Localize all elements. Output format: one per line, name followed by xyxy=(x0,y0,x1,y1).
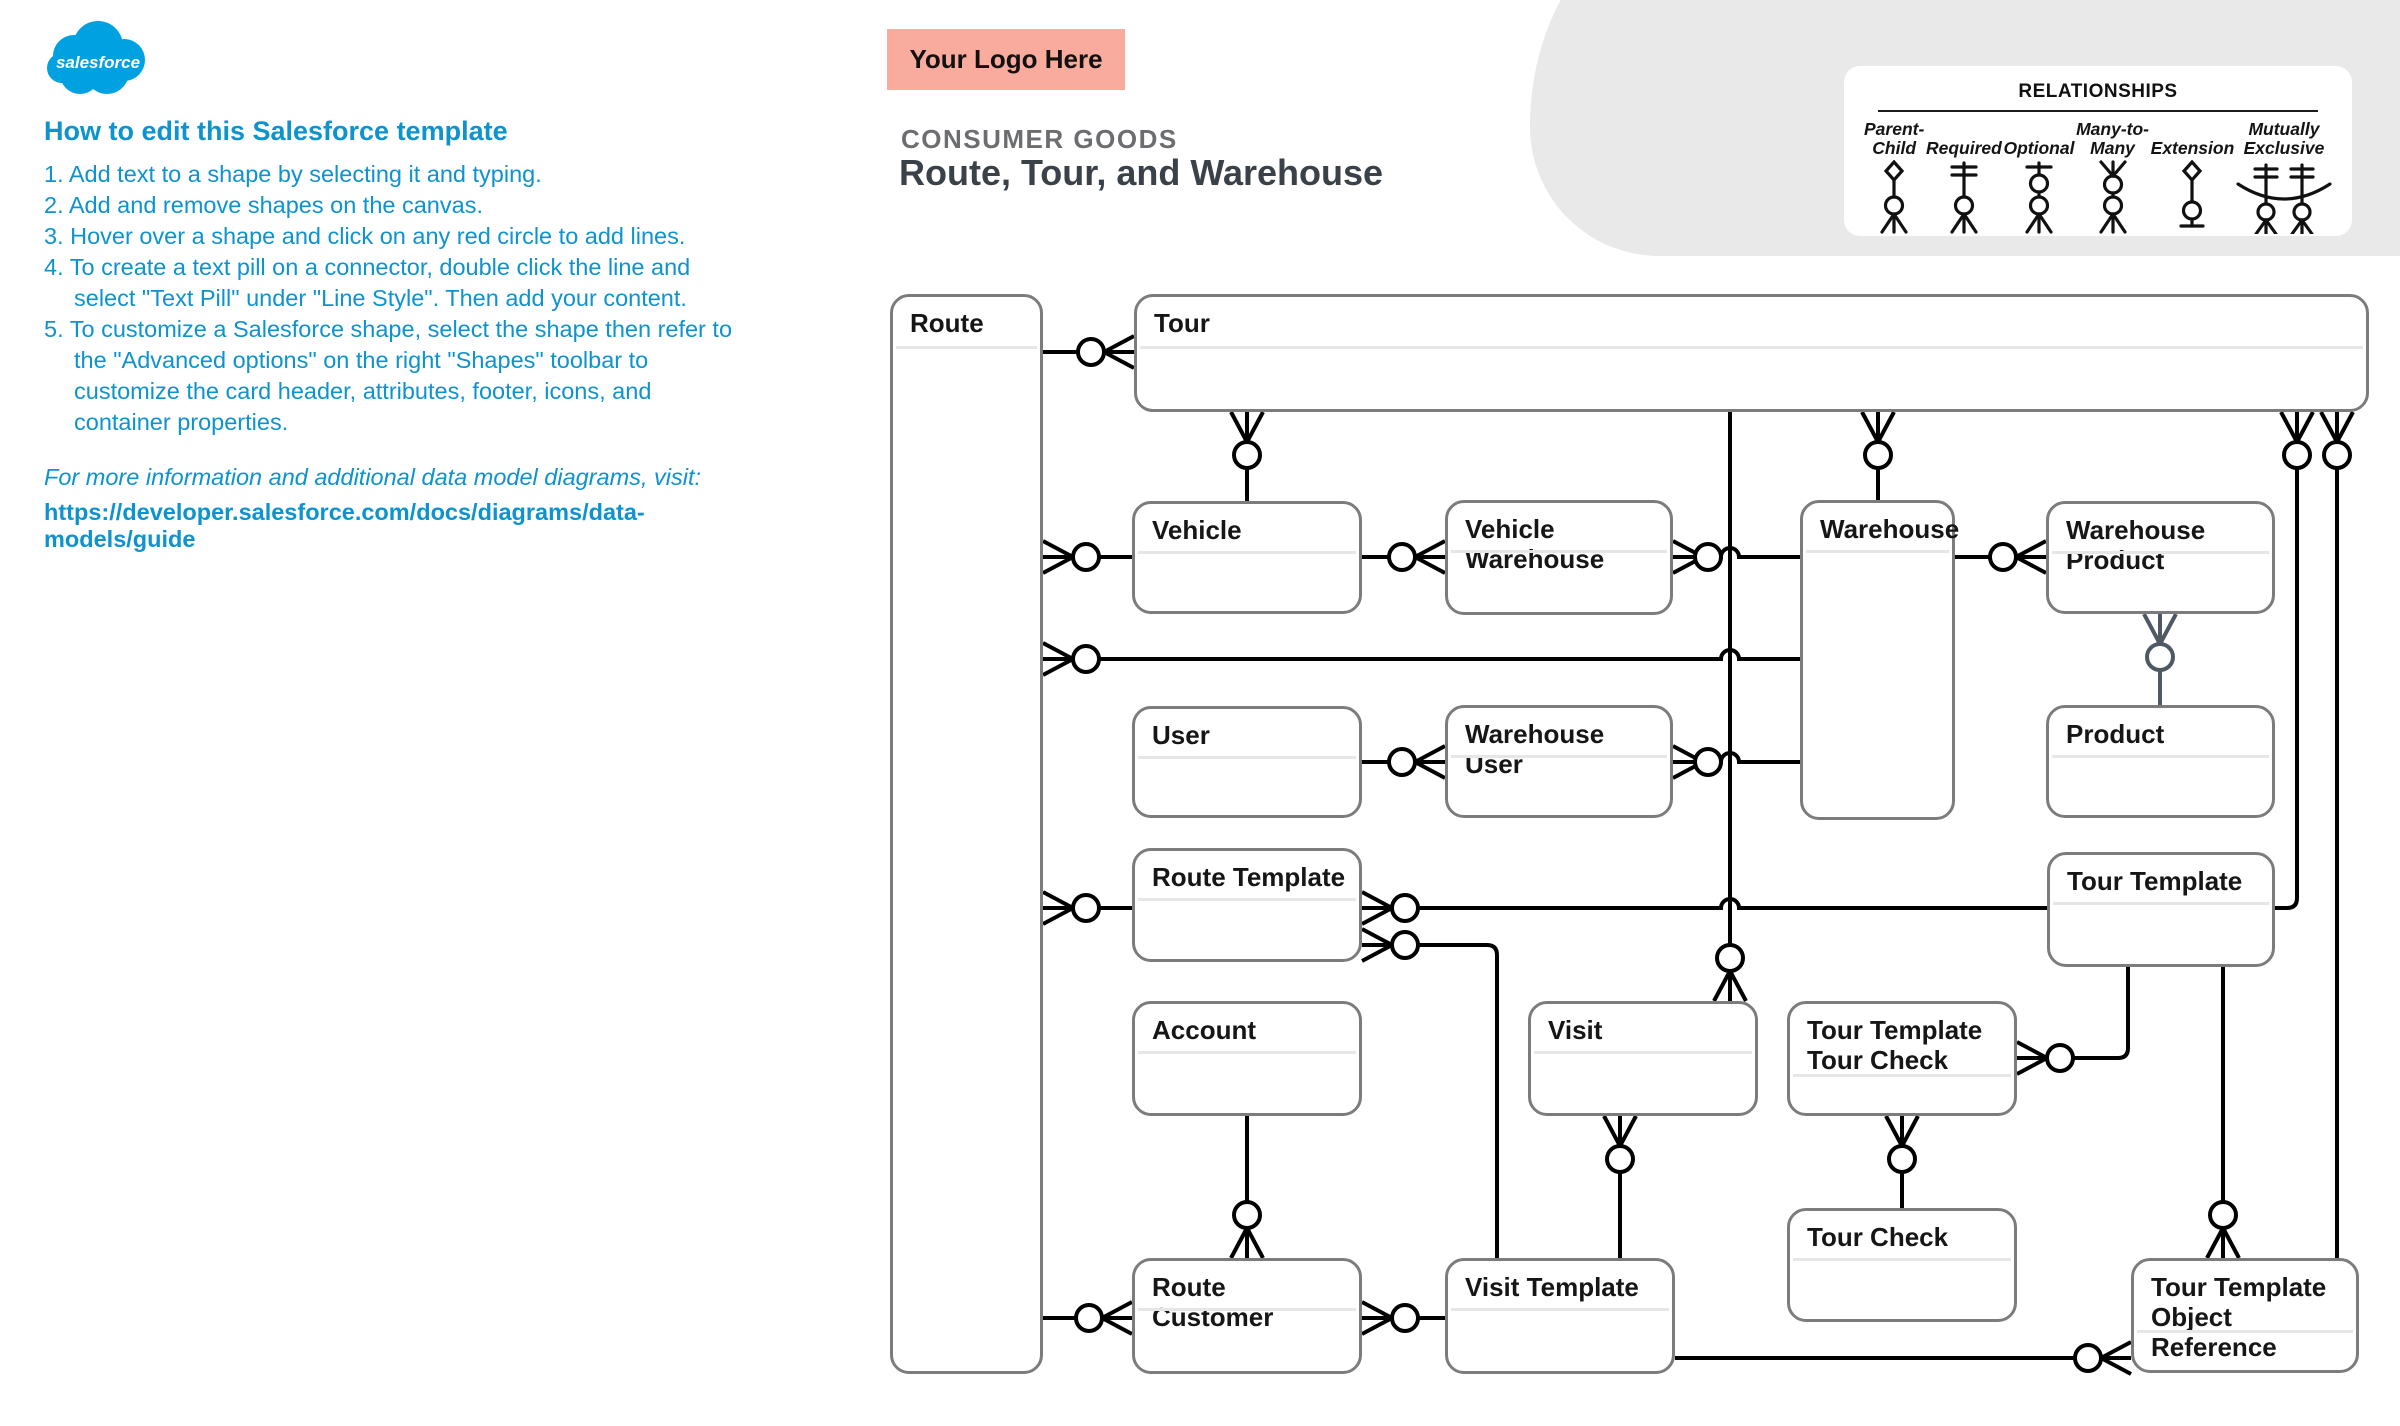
data-models-guide-link[interactable]: https://developer.salesforce.com/docs/di… xyxy=(44,499,645,552)
entity-title: Account xyxy=(1152,1015,1256,1045)
legend-label: Required xyxy=(1925,138,2002,158)
entity-title: Visit Template xyxy=(1465,1272,1639,1302)
entity-title: Tour Template Tour Check xyxy=(1807,1015,1983,1075)
entity-header-separator xyxy=(1138,1051,1356,1054)
instructions-title: How to edit this Salesforce template xyxy=(44,116,508,146)
entity-tour[interactable]: Tour xyxy=(1134,294,2369,412)
entity-title: Visit xyxy=(1548,1015,1603,1045)
entity-visit[interactable]: Visit xyxy=(1528,1001,1758,1116)
instruction-step-2: Add and remove shapes on the canvas. xyxy=(68,192,483,218)
entity-title: Route Customer xyxy=(1152,1272,1274,1332)
page-title: Route, Tour, and Warehouse xyxy=(899,152,1384,193)
entity-warehouse[interactable]: Warehouse xyxy=(1800,500,1960,820)
entity-title: Tour Template xyxy=(2067,866,2243,896)
entity-header-separator xyxy=(1451,550,1667,553)
entity-tour-check[interactable]: Tour Check xyxy=(1787,1208,2017,1322)
entity-route[interactable]: Route xyxy=(890,294,1043,1374)
entity-title: Vehicle xyxy=(1152,515,1242,545)
legend-item-many-to-many: Many-to-Many xyxy=(2076,118,2149,234)
entity-header-separator xyxy=(896,346,1037,349)
entity-vehicle[interactable]: Vehicle xyxy=(1132,501,1362,614)
entity-title: Warehouse xyxy=(1820,514,1960,544)
entity-header-separator xyxy=(1138,1308,1356,1311)
diagram-category: CONSUMER GOODS xyxy=(901,124,1178,154)
entity-title: Tour Template Object Reference xyxy=(2151,1272,2327,1362)
legend-item-extension: Extension xyxy=(2150,118,2235,234)
your-logo-placeholder[interactable]: Your Logo Here xyxy=(887,29,1125,90)
instruction-step-5: To customize a Salesforce shape, select … xyxy=(69,316,733,435)
entity-title: User xyxy=(1152,720,1210,750)
instruction-step-1: Add text to a shape by selecting it and … xyxy=(68,161,542,187)
entity-title: Tour xyxy=(1154,308,1210,338)
entity-header-separator xyxy=(2137,1330,2353,1333)
legend-item-optional: Optional xyxy=(2003,118,2074,234)
your-logo-text: Your Logo Here xyxy=(909,44,1103,74)
entity-vehicle-warehouse[interactable]: Vehicle Warehouse xyxy=(1445,500,1673,615)
entity-title: Warehouse Product xyxy=(2066,515,2206,575)
entity-warehouse-product[interactable]: Warehouse Product xyxy=(2046,501,2275,614)
legend-label: Many-to-Many xyxy=(2076,119,2149,158)
entity-title: Warehouse User xyxy=(1465,719,1605,779)
legend-label: Optional xyxy=(2003,138,2075,158)
entity-title: Tour Check xyxy=(1807,1222,1949,1252)
legend-rule xyxy=(1878,110,2318,112)
legend-item-required: Required xyxy=(1926,118,2002,234)
entity-title: Route xyxy=(910,308,984,338)
entity-user[interactable]: User xyxy=(1132,706,1362,818)
instruction-step-3: Hover over a shape and click on any red … xyxy=(70,223,686,249)
required-icon xyxy=(1950,161,1978,234)
entity-header-separator xyxy=(2053,902,2269,905)
entity-route-template[interactable]: Route Template xyxy=(1132,848,1362,962)
entity-header-separator xyxy=(1140,346,2363,349)
entity-header-separator xyxy=(1451,1308,1669,1311)
legend-label: Extension xyxy=(2150,138,2235,158)
entity-header-separator xyxy=(1793,1074,2011,1077)
entity-header-separator xyxy=(1806,550,1949,553)
entity-route-customer[interactable]: Route Customer xyxy=(1132,1258,1362,1374)
entity-warehouse-user[interactable]: Warehouse User xyxy=(1445,705,1673,818)
entity-product[interactable]: Product xyxy=(2046,705,2275,818)
entity-header-separator xyxy=(1534,1051,1752,1054)
instructions-list: Add text to a shape by selecting it and … xyxy=(44,159,750,438)
parent-child-icon xyxy=(1880,160,1908,234)
entity-title: Vehicle Warehouse xyxy=(1465,514,1605,574)
entity-tour-template[interactable]: Tour Template xyxy=(2047,852,2275,967)
instructions-note: For more information and additional data… xyxy=(44,464,702,490)
entity-header-separator xyxy=(1138,551,1356,554)
optional-icon xyxy=(2025,161,2053,234)
entity-header-separator xyxy=(1138,756,1356,759)
extension-icon xyxy=(2179,160,2206,228)
entity-header-separator xyxy=(1793,1258,2011,1261)
legend-item-parent-child: Parent-Child xyxy=(1864,118,1924,234)
entity-tour-template-tour-check[interactable]: Tour Template Tour Check xyxy=(1787,1001,2017,1116)
instruction-step-4: To create a text pill on a connector, do… xyxy=(69,254,691,311)
instructions-panel: How to edit this Salesforce template Add… xyxy=(44,116,750,553)
entity-header-separator xyxy=(2052,755,2269,758)
entity-title: Product xyxy=(2066,719,2165,749)
mutually-exclusive-icon xyxy=(2236,163,2332,234)
many-to-many-icon xyxy=(2098,160,2127,234)
legend-label: Parent-Child xyxy=(1864,119,1925,158)
salesforce-logo-text: salesforce xyxy=(56,53,140,72)
entity-title: Route Template xyxy=(1152,862,1346,892)
entity-header-separator xyxy=(1138,898,1356,901)
entity-visit-template[interactable]: Visit Template xyxy=(1445,1258,1675,1374)
salesforce-logo-icon: salesforce xyxy=(47,21,145,94)
entity-header-separator xyxy=(2052,551,2269,554)
entity-account[interactable]: Account xyxy=(1132,1001,1362,1116)
entity-header-separator xyxy=(1451,755,1667,758)
legend-title: RELATIONSHIPS xyxy=(2018,81,2178,102)
entity-tour-template-object-reference[interactable]: Tour Template Object Reference xyxy=(2131,1258,2359,1373)
